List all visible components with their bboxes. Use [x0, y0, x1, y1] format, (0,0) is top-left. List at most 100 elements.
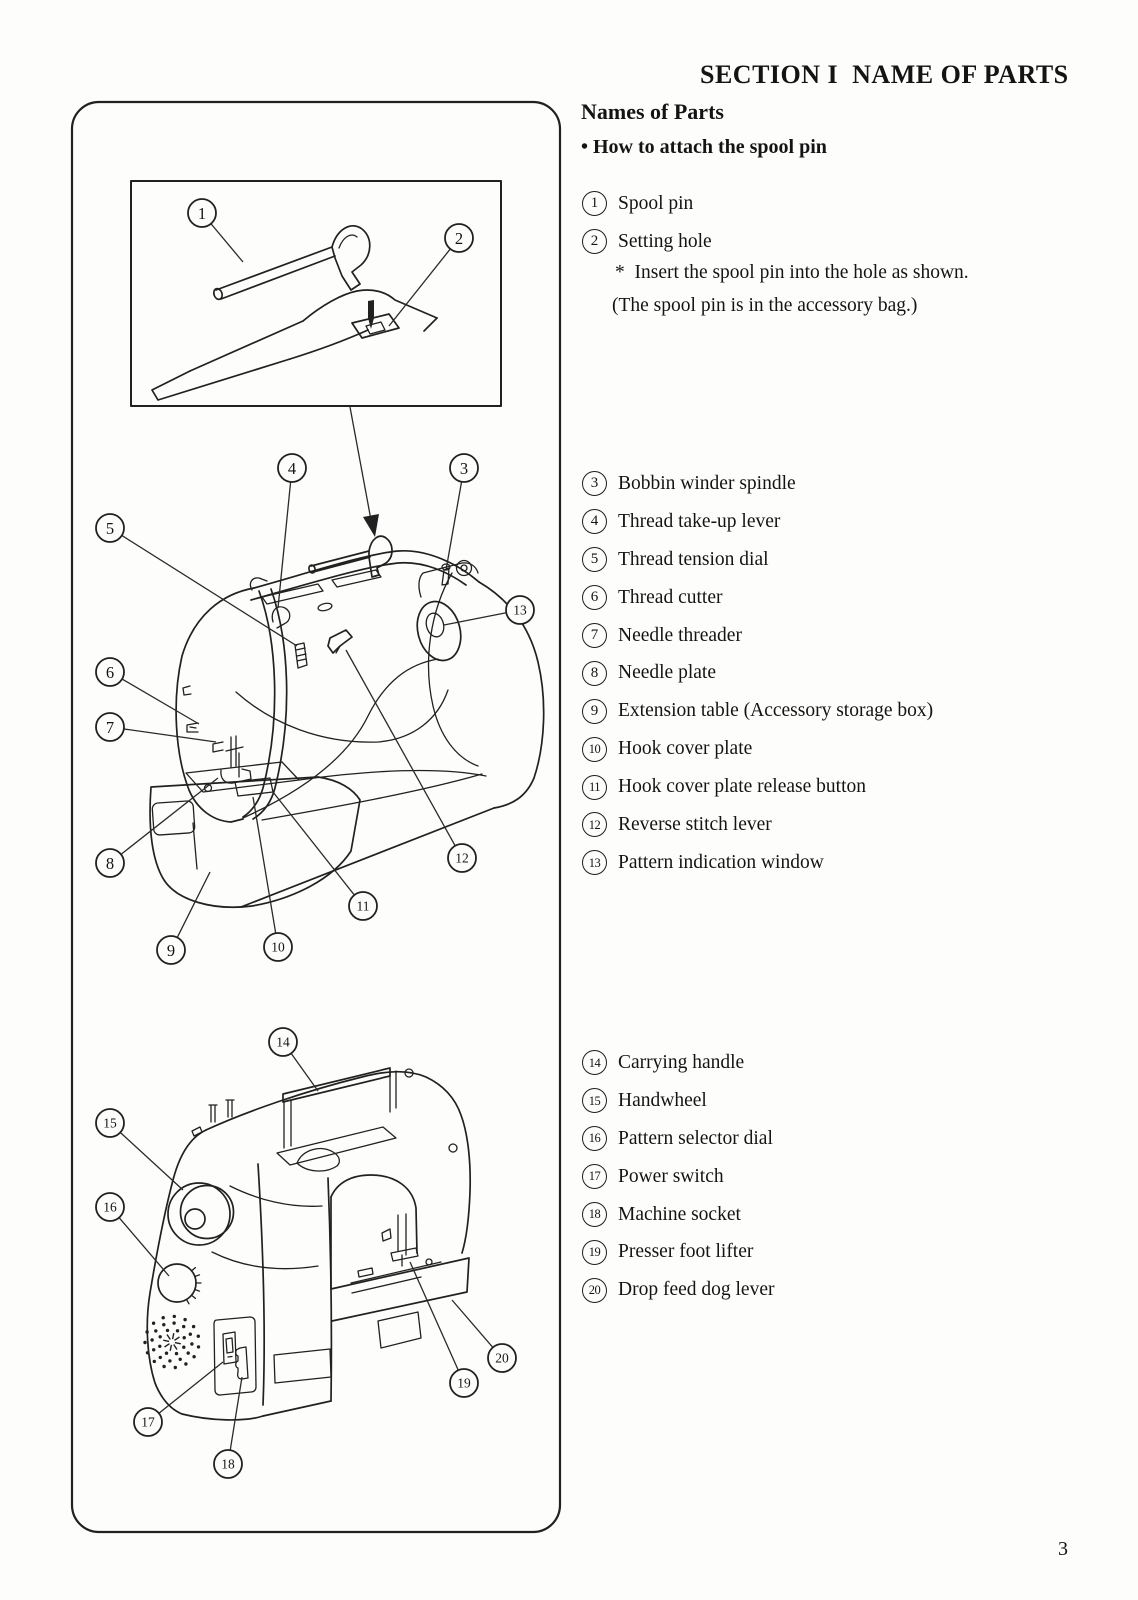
extension-table	[149, 776, 361, 909]
callout-1: 1	[187, 198, 244, 263]
callout-16: 16	[95, 1192, 170, 1277]
svg-text:15: 15	[103, 1116, 117, 1131]
part-label: Handwheel	[618, 1089, 707, 1111]
svg-text:11: 11	[357, 899, 370, 914]
callout-11: 11	[272, 791, 378, 921]
part-label: Extension table (Accessory storage box)	[618, 700, 934, 722]
svg-text:3: 3	[460, 459, 468, 478]
svg-text:4: 4	[288, 459, 296, 478]
part-label: Spool pin	[618, 192, 694, 214]
item-number-badge: 15	[582, 1088, 607, 1114]
item-number-badge: 10	[582, 736, 607, 762]
svg-text:17: 17	[141, 1415, 155, 1430]
part-label: Carrying handle	[618, 1051, 745, 1073]
part-label: Bobbin winder spindle	[618, 472, 796, 494]
carrying-handle	[282, 1067, 391, 1103]
part-label: Needle threader	[618, 624, 742, 646]
callout-15: 15	[95, 1108, 184, 1191]
callout-2: 2	[388, 223, 474, 327]
thread-cutter	[186, 722, 199, 733]
item-number-badge: 4	[582, 509, 607, 535]
needle-plate	[185, 761, 300, 793]
item-number-badge: 13	[582, 850, 607, 876]
power-switch	[222, 1331, 237, 1365]
handle-recess	[276, 1126, 397, 1166]
item-number-badge: 20	[582, 1277, 607, 1303]
part-label: Hook cover plate release button	[618, 776, 866, 798]
callout-20: 20	[451, 1299, 517, 1373]
names-of-parts-heading: Names of Parts	[581, 99, 724, 124]
machine-socket	[235, 1346, 249, 1380]
item-number-badge: 17	[582, 1164, 607, 1190]
part-label: Thread tension dial	[618, 548, 769, 570]
callout-14: 14	[268, 1027, 319, 1092]
item-number-badge: 19	[582, 1239, 607, 1265]
callout-7: 7	[95, 712, 217, 743]
diagram-border	[70, 100, 562, 1534]
bobbin-winder-panel	[418, 562, 479, 598]
spool-pin-handle	[331, 225, 371, 291]
arm-opening	[330, 1174, 418, 1254]
callout-17: 17	[133, 1361, 224, 1437]
svg-text:18: 18	[221, 1457, 235, 1472]
vent-pattern	[143, 1314, 201, 1370]
part-item-4: 4 Thread take-up lever	[582, 503, 933, 541]
needle-threader	[212, 741, 224, 753]
item-number-badge: 5	[582, 547, 607, 573]
machine-top-edge	[253, 550, 480, 589]
svg-text:8: 8	[106, 854, 114, 873]
needle-bar	[225, 735, 244, 778]
callout-13: 13	[443, 595, 535, 626]
part-label: Thread cutter	[618, 586, 723, 608]
item-number-badge: 2	[582, 229, 607, 255]
callout-19: 19	[409, 1261, 479, 1398]
part-label: Machine socket	[618, 1203, 741, 1225]
svg-text:13: 13	[513, 603, 527, 618]
svg-text:12: 12	[455, 851, 469, 866]
spool-pin-subheading: • How to attach the spool pin	[581, 136, 827, 158]
parts-list-spool-pin: 1 Spool pin 2 Setting hole	[582, 185, 712, 261]
item-number-badge: 1	[582, 191, 607, 217]
part-label: Pattern indication window	[618, 851, 824, 873]
needle-bar-rear	[397, 1213, 407, 1267]
bobbin-winder-spindle	[441, 567, 450, 586]
inset-spool-pin-diagram	[151, 225, 438, 401]
presser-foot-lifter	[381, 1228, 392, 1242]
inserted-pin	[368, 300, 374, 329]
pattern-selector-dial	[157, 1263, 197, 1303]
item-number-badge: 14	[582, 1050, 607, 1076]
hook-cover-plate	[234, 777, 274, 797]
item-number-badge: 3	[582, 471, 607, 497]
spool-pin-rod	[215, 246, 333, 291]
machine-back-diagram	[143, 1067, 472, 1421]
inset-pointer-line	[349, 406, 372, 521]
item-number-badge: 6	[582, 585, 607, 611]
inset-box-border	[130, 180, 502, 407]
machine-back-top	[205, 1070, 472, 1254]
part-item-13: 13 Pattern indication window	[582, 844, 933, 882]
callout-8: 8	[95, 777, 219, 878]
item-number-badge: 9	[582, 698, 607, 724]
part-label: Thread take-up lever	[618, 510, 781, 532]
part-item-15: 15 Handwheel	[582, 1082, 774, 1120]
presser-foot	[220, 768, 252, 784]
spool-pin-installed	[310, 550, 371, 573]
parts-list-front-view: 3 Bobbin winder spindle 4 Thread take-up le…	[582, 465, 933, 882]
thread-tension-dial	[294, 642, 308, 669]
switch-panel	[213, 1316, 257, 1396]
part-item-5: 5 Thread tension dial	[582, 541, 933, 579]
part-item-9: 9 Extension table (Accessory storage box)	[582, 692, 933, 730]
part-label: Setting hole	[618, 230, 712, 252]
note-insert-spool-pin: * Insert the spool pin into the hole as …	[615, 262, 969, 283]
callout-5: 5	[95, 513, 298, 647]
item-number-badge: 12	[582, 812, 607, 838]
machine-head	[175, 587, 255, 823]
